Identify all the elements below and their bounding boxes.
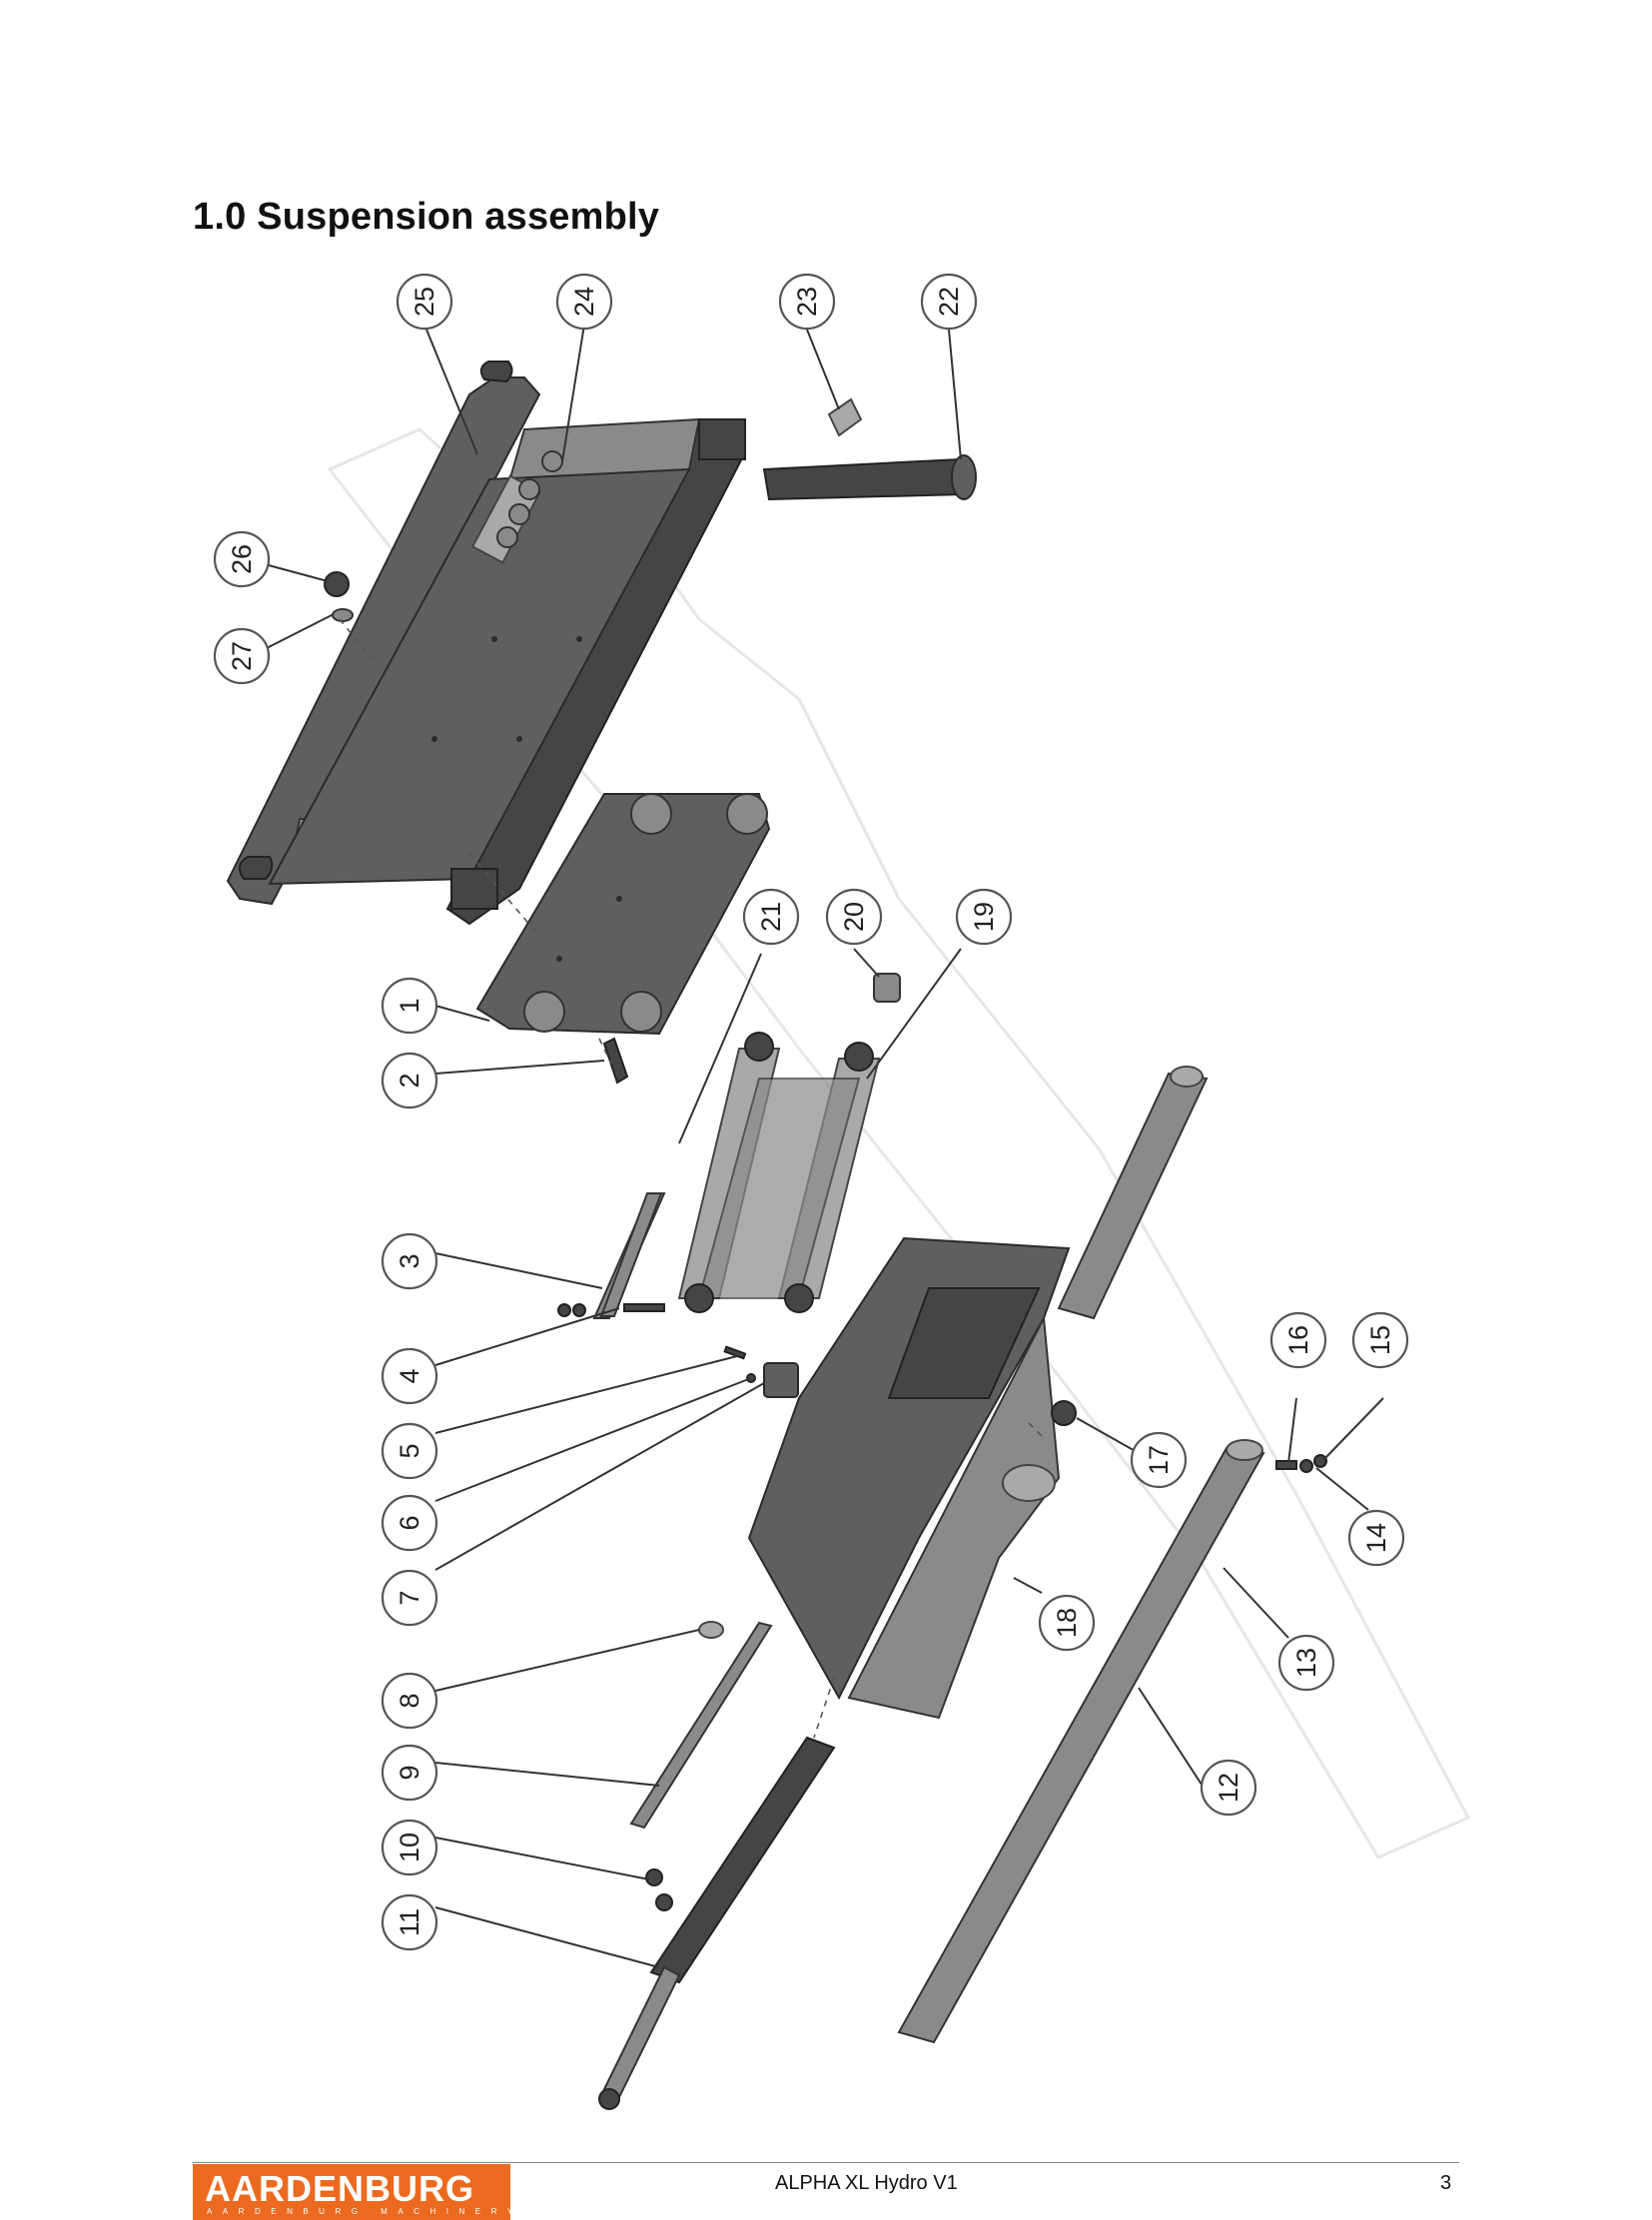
axle-tube-lower: [897, 1439, 1265, 2044]
svg-text:12: 12: [1214, 1773, 1243, 1803]
svg-text:21: 21: [756, 902, 786, 932]
bush: [873, 973, 901, 1003]
callout-21: 21: [742, 888, 800, 946]
callout-16: 16: [1269, 1311, 1327, 1369]
svg-text:25: 25: [410, 287, 439, 317]
callout-25: 25: [396, 273, 453, 331]
pivot-rod: [629, 1621, 773, 1830]
svg-text:27: 27: [227, 641, 257, 671]
assembly-lines: [339, 618, 1045, 1739]
callout-14: 14: [1347, 1509, 1405, 1567]
svg-text:8: 8: [395, 1693, 424, 1708]
main-frame: [226, 361, 746, 926]
hitch-pin: [762, 454, 977, 501]
aardenburg-logo: AARDENBURG AARDENBURG MACHINERY B.V. 187…: [193, 2164, 510, 2220]
linch-pin: [827, 397, 863, 437]
leader-lines: [264, 324, 1384, 1968]
svg-text:13: 13: [1291, 1648, 1321, 1678]
svg-text:11: 11: [395, 1908, 424, 1936]
callout-23: 23: [778, 273, 836, 331]
svg-text:23: 23: [792, 287, 822, 317]
callout-12: 12: [1200, 1759, 1257, 1817]
bolt-row: [496, 450, 563, 548]
callout-8: 8: [381, 1672, 438, 1730]
svg-text:26: 26: [227, 544, 257, 574]
callout-1: 1: [381, 977, 438, 1035]
bolt: [602, 1037, 629, 1085]
callout-10: 10: [381, 1819, 438, 1876]
svg-text:17: 17: [1144, 1445, 1174, 1475]
hydraulic-cylinder: [598, 1736, 836, 2110]
small-fasteners: [1275, 1454, 1327, 1473]
logo-wordmark: AARDENBURG: [205, 2168, 474, 2209]
axle-tube-upper: [1057, 1066, 1209, 1320]
nut: [1051, 1400, 1077, 1426]
svg-text:16: 16: [1283, 1325, 1313, 1355]
mounting-plate: [475, 793, 771, 1036]
pin-and-bolt-set: [557, 1192, 799, 1398]
page-title: 1.0 Suspension assembly: [193, 196, 660, 238]
svg-text:6: 6: [395, 1515, 424, 1530]
svg-text:1: 1: [395, 998, 424, 1013]
nut-and-washer: [324, 571, 354, 622]
svg-text:4: 4: [395, 1368, 424, 1383]
svg-text:24: 24: [569, 287, 599, 317]
footer-document-name: ALPHA XL Hydro V1: [775, 2172, 958, 2194]
callout-27: 27: [213, 627, 271, 685]
callout-18: 18: [1038, 1594, 1096, 1652]
svg-text:20: 20: [839, 902, 869, 932]
callout-2: 2: [381, 1052, 438, 1110]
callout-9: 9: [381, 1744, 438, 1802]
callout-24: 24: [555, 273, 613, 331]
svg-text:14: 14: [1361, 1523, 1391, 1553]
callout-15: 15: [1351, 1311, 1409, 1369]
callout-19: 19: [955, 888, 1013, 946]
footer-divider: [193, 2162, 1459, 2163]
svg-text:10: 10: [395, 1833, 424, 1862]
callout-3: 3: [381, 1232, 438, 1290]
axle-housing: [747, 1236, 1071, 1720]
svg-text:9: 9: [395, 1765, 424, 1780]
svg-text:15: 15: [1365, 1325, 1395, 1355]
svg-text:2: 2: [395, 1073, 424, 1088]
callout-5: 5: [381, 1422, 438, 1480]
parallel-link-assembly: [592, 1032, 881, 1319]
callout-4: 4: [381, 1347, 438, 1405]
callout-6: 6: [381, 1494, 438, 1552]
callout-22: 22: [920, 273, 978, 331]
footer-page-number: 3: [1440, 2172, 1452, 2194]
callout-26: 26: [213, 530, 271, 588]
svg-text:19: 19: [969, 902, 999, 932]
callout-13: 13: [1277, 1634, 1335, 1692]
svg-text:22: 22: [934, 287, 964, 317]
svg-text:7: 7: [395, 1590, 424, 1605]
svg-text:5: 5: [395, 1443, 424, 1458]
callout-17: 17: [1130, 1431, 1188, 1489]
svg-text:3: 3: [395, 1253, 424, 1268]
callout-7: 7: [381, 1569, 438, 1627]
callout-20: 20: [825, 888, 883, 946]
svg-text:18: 18: [1052, 1608, 1082, 1638]
logo-tagline: AARDENBURG MACHINERY B.V. 1874: [207, 2207, 510, 2216]
callout-11: 11: [381, 1893, 438, 1951]
